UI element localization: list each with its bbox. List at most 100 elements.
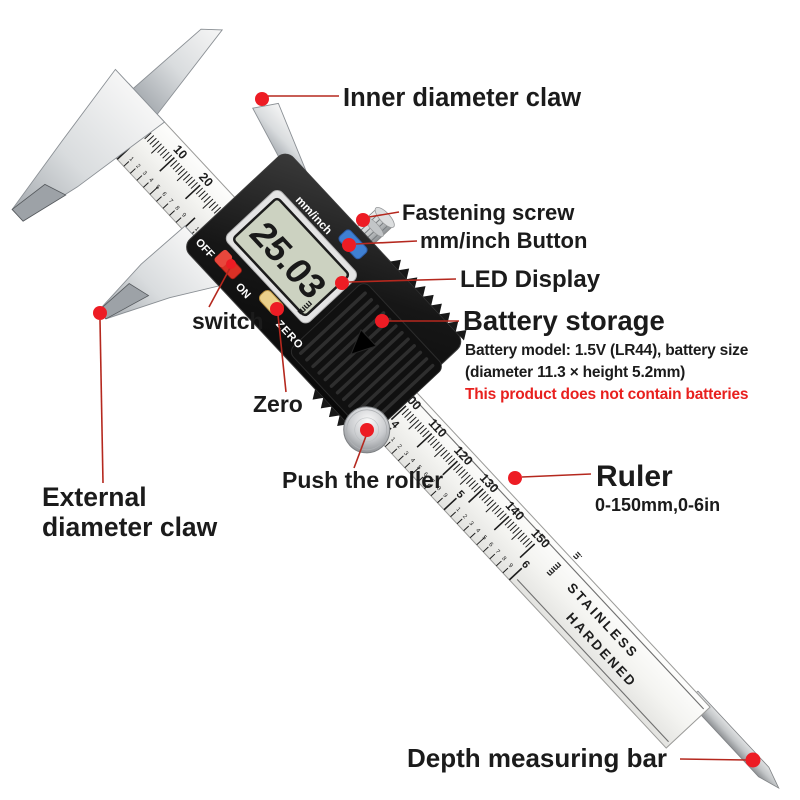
mm-tick [213,206,222,214]
mm-tick [442,460,459,476]
mm-tick [481,493,489,501]
inch-tenth-label: 3 [402,451,409,458]
inch-tenth-label: 1 [389,437,396,444]
mm-tick [176,171,188,182]
inch-tick [508,567,523,581]
dot-fastening-screw [356,213,370,227]
inch-tick [404,462,411,469]
external-claw-tip-bevel [11,183,67,222]
dot-led-display [335,276,349,290]
inch-tenth-label: 1 [193,226,200,233]
mm-tick [453,463,461,471]
dot-battery-storage [375,314,389,328]
inch-tick [169,210,175,216]
mm-tick [519,543,536,559]
inch-tenth-label: 4 [147,177,154,184]
dot-mm-inch-button [342,238,356,252]
inch-tenth-label: 9 [507,563,514,570]
dot-ruler [508,471,522,485]
mm-tick [435,444,443,452]
mm-tick [152,140,160,148]
mm-tick [522,538,530,545]
leader-led-display [348,278,457,283]
mm-tick [422,430,430,438]
mm-tick [465,477,474,485]
leader-zero [277,314,287,393]
inch-tick [456,518,463,525]
leader-push-roller [353,435,367,469]
mm-tick [162,151,170,159]
mm-tick [468,480,476,487]
mm-tick [149,137,157,145]
inch-tick [476,536,486,546]
inch-tenth-label: 6 [160,191,167,198]
mm-tick [445,455,453,463]
inch-tick [410,466,420,476]
mm-tick [416,432,433,448]
mm-tick [198,190,206,198]
mm-tick [175,165,183,173]
mm-tick [177,168,186,176]
leader-ruler [521,473,592,478]
mm-tick [525,540,533,548]
mm-tick [473,485,481,493]
mm-tick [429,438,438,446]
mm-tick [455,466,463,474]
mm-tick [208,201,216,209]
mm-tick [483,496,492,504]
inch-tenth-label: 2 [461,514,468,521]
callout-push-roller: Push the roller [282,423,443,493]
mm-tick [203,195,211,203]
mm-tick [190,182,198,189]
mm-tick [434,446,445,458]
callout-zero: Zero [253,302,303,417]
dot-zero [270,302,284,316]
mm-tick [458,469,466,476]
inch-tick [136,175,143,181]
mm-tick [408,419,420,430]
mm-tick [164,154,173,162]
mm-tick [427,435,435,443]
inch-tenth-label: 6 [487,542,494,549]
on-off-switch-knob [214,249,233,268]
ruler-beam [107,83,711,749]
mm-tick [517,532,525,540]
mm-tick [144,132,152,140]
mm-tick [485,502,497,513]
inch-tick [469,532,476,539]
battery-storage-label: Battery storage [463,305,665,336]
mm-tick [200,193,209,200]
battery-model-text: Battery model: 1.5V (LR44), battery size [465,342,749,359]
battery-storage-cover [290,283,442,435]
inch-tick [463,525,470,532]
dot-depth-bar [745,752,761,768]
callout-ruler: Ruler 0-150mm,0-6in [508,460,720,515]
inch-tenth-label: 5 [415,465,422,472]
beam-edge-line-top [377,359,705,710]
mm-tick [211,204,219,211]
inch-tick [156,196,162,202]
mm-tick [459,474,471,485]
mm-tick [401,408,409,416]
inch-tenth-label: 1 [455,507,462,514]
mm-tick [188,179,196,187]
mm-tick [520,535,528,543]
callout-switch: switch [192,259,264,334]
mm-tick [493,515,510,531]
inch-tick [123,161,130,167]
mm-tick [509,524,517,532]
mm-tick [404,411,412,418]
inch-tick [443,497,457,511]
inch-tick [424,483,430,490]
mm-tick [417,424,425,432]
callout-inner-diameter-claw: Inner diameter claw [255,84,581,112]
inch-tenth-label: 4 [409,458,416,465]
external-claw-label-1: External [42,482,147,512]
ruler-range: 0-150mm,0-6in [595,495,720,515]
mm-tick [185,176,193,184]
mm-tick [150,143,162,154]
inch-tenth-label: 8 [435,486,442,493]
mm-tick [406,413,415,421]
